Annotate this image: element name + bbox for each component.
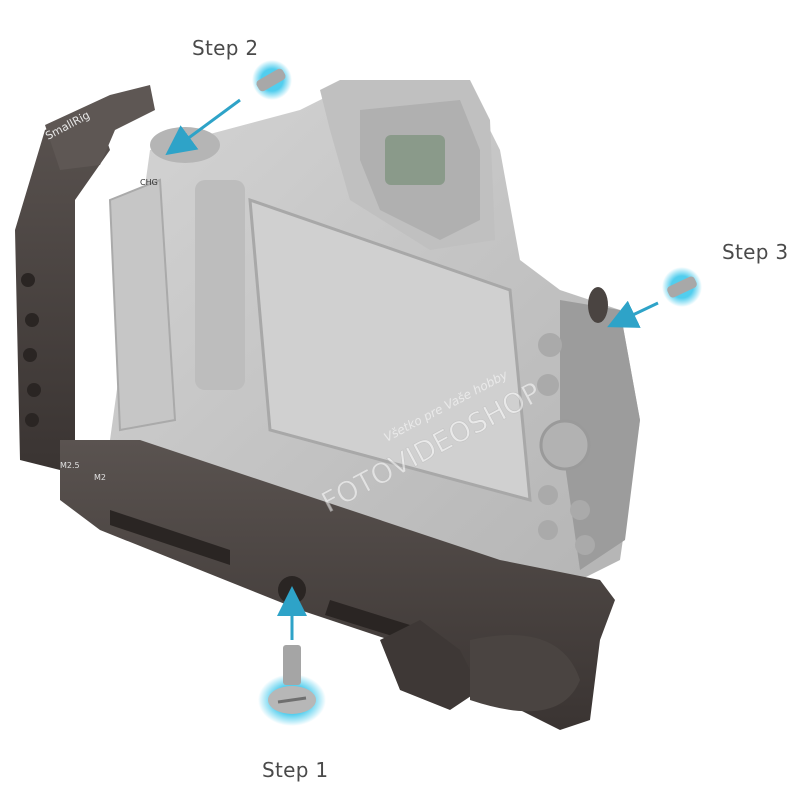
step2-label: Step 2 <box>192 36 259 60</box>
step3-arrow <box>607 300 659 328</box>
m25-marking: M2.5 <box>60 461 80 470</box>
rear-screen <box>248 197 532 503</box>
cold-shoe-handle <box>45 85 155 170</box>
viewfinder-glass <box>385 135 445 185</box>
mount-hole <box>23 348 37 362</box>
camera-body <box>108 80 640 590</box>
camera-button <box>538 333 562 357</box>
mount-hole <box>21 273 35 287</box>
ok-dial <box>539 419 591 471</box>
mount-hole <box>25 413 39 427</box>
plate-slot <box>325 600 410 640</box>
step2-screw <box>252 60 292 100</box>
camera-cage <box>15 85 615 730</box>
step3-screw <box>662 267 702 307</box>
step3-label: Step 3 <box>722 240 789 264</box>
plate-slot <box>110 510 230 565</box>
camera-button-i <box>537 374 559 396</box>
chg-marking: CHG <box>140 178 158 187</box>
screen-hinge <box>195 180 245 390</box>
grip-bracket <box>380 620 480 710</box>
m2-marking: M2 <box>94 473 106 482</box>
mount-hole <box>25 313 39 327</box>
port-door <box>108 178 177 432</box>
mode-dial <box>150 127 220 163</box>
grip-loop <box>470 635 580 712</box>
step1-screw <box>258 645 326 726</box>
mount-hole <box>27 383 41 397</box>
camera-button <box>570 500 590 520</box>
step1-label: Step 1 <box>262 758 329 782</box>
side-thumb-screw <box>588 287 608 323</box>
camera-button <box>575 535 595 555</box>
camera-button <box>538 520 558 540</box>
step2-arrow <box>165 98 241 156</box>
camera-button <box>538 485 558 505</box>
